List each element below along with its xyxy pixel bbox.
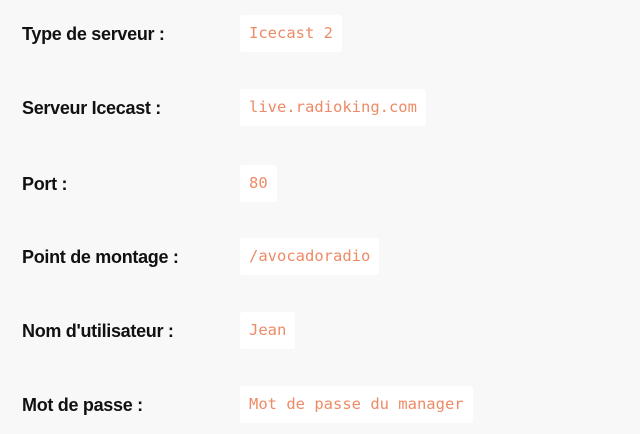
field-server-type: Type de serveur : Icecast 2: [0, 15, 640, 53]
field-value-code: Icecast 2: [240, 15, 342, 52]
field-icecast-server: Serveur Icecast : live.radioking.com: [0, 89, 640, 127]
field-label: Point de montage :: [22, 247, 179, 267]
field-label: Nom d'utilisateur :: [22, 321, 174, 341]
field-port: Port : 80: [0, 165, 640, 203]
field-value-code: /avocadoradio: [240, 238, 380, 275]
field-label: Port :: [22, 174, 68, 194]
field-label: Mot de passe :: [22, 395, 143, 415]
field-value-code: Mot de passe du manager: [240, 386, 473, 423]
field-label: Serveur Icecast :: [22, 98, 161, 118]
field-label: Type de serveur :: [22, 24, 165, 44]
field-value-code: 80: [240, 165, 277, 202]
field-mount-point: Point de montage : /avocadoradio: [0, 238, 640, 276]
field-username: Nom d'utilisateur : Jean: [0, 312, 640, 350]
field-password: Mot de passe : Mot de passe du manager: [0, 386, 640, 424]
field-value-code: Jean: [240, 312, 296, 349]
field-value-code: live.radioking.com: [240, 89, 426, 126]
